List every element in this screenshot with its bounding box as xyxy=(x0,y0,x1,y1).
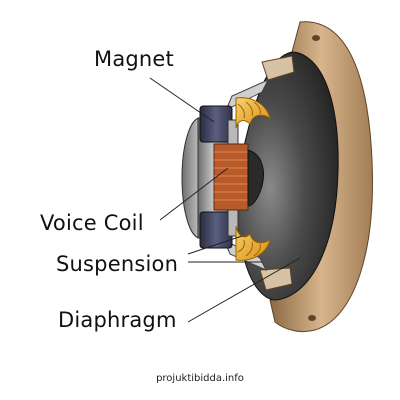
spider-lower-corrugation xyxy=(237,239,261,257)
voice-coil-label: Voice Coil xyxy=(40,211,144,235)
diaphragm-leader-line xyxy=(187,257,301,323)
spider-upper xyxy=(235,97,271,129)
suspension-leader-line-a xyxy=(187,235,243,255)
suspension-label: Suspension xyxy=(56,252,179,276)
magnet-label: Magnet xyxy=(94,47,174,71)
voice-coil xyxy=(213,143,249,211)
upper-gasket xyxy=(261,55,295,81)
magnet-upper xyxy=(199,105,233,143)
magnet-leader-line xyxy=(149,77,215,123)
rim-screw-hole-bottom xyxy=(308,315,316,321)
spider-upper-corrugation xyxy=(237,101,261,119)
dust-cap xyxy=(247,149,264,207)
rim-screw-hole-top xyxy=(312,35,320,41)
lower-gasket xyxy=(259,267,293,291)
voice-coil-leader-line xyxy=(159,167,229,221)
source-credit: projuktibidda.info xyxy=(156,373,244,384)
magnet-lower xyxy=(199,211,233,249)
voice-coil-windings xyxy=(214,151,248,201)
diaphragm-label: Diaphragm xyxy=(58,308,177,332)
